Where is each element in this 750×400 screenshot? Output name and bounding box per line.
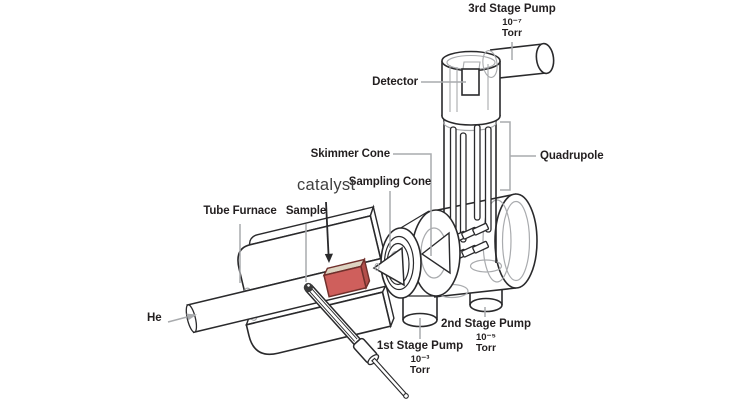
label-detector: Detector <box>372 75 418 88</box>
first-stage-pump-name: 1st Stage Pump <box>376 340 464 352</box>
third-stage-pump-unit: Torr <box>501 27 523 39</box>
second-stage-pump-name: 2nd Stage Pump <box>440 318 532 330</box>
leader-lines <box>167 42 536 339</box>
first-stage-pump-pressure: 10⁻³ <box>410 354 430 365</box>
label-skimmer-cone: Skimmer Cone <box>310 147 390 160</box>
label-tube-furnace: Tube Furnace <box>203 204 277 217</box>
second-stage-pump-pressure: 10⁻⁵ <box>475 332 497 343</box>
detector-housing-shape <box>441 42 555 126</box>
label-sample: Sample <box>285 204 327 217</box>
label-sampling-cone: Sampling Cone <box>348 176 432 188</box>
sampling-cone-shape <box>372 227 422 299</box>
tube-furnace-shape <box>185 204 399 356</box>
label-quadrupole: Quadrupole <box>540 150 604 162</box>
helium-arrow <box>167 316 188 323</box>
thermocouple-shape <box>303 282 409 399</box>
first-stage-pump-unit: Torr <box>409 364 431 376</box>
second-stage-pump-unit: Torr <box>475 342 497 354</box>
label-third-stage-pump: 3rd Stage Pump 10⁻⁷ Torr <box>447 3 577 39</box>
sample-point-shape <box>303 282 313 293</box>
third-stage-pump-name: 3rd Stage Pump <box>468 3 556 15</box>
label-second-stage-pump: 2nd Stage Pump 10⁻⁵ Torr <box>424 318 548 354</box>
label-catalyst: catalyst <box>297 176 356 194</box>
third-stage-pump-pressure: 10⁻⁷ <box>502 17 522 28</box>
label-first-stage-pump: 1st Stage Pump 10⁻³ Torr <box>358 340 482 376</box>
label-helium: He <box>147 312 162 324</box>
catalyst-shape <box>322 257 371 298</box>
catalyst-arrow <box>324 201 333 263</box>
